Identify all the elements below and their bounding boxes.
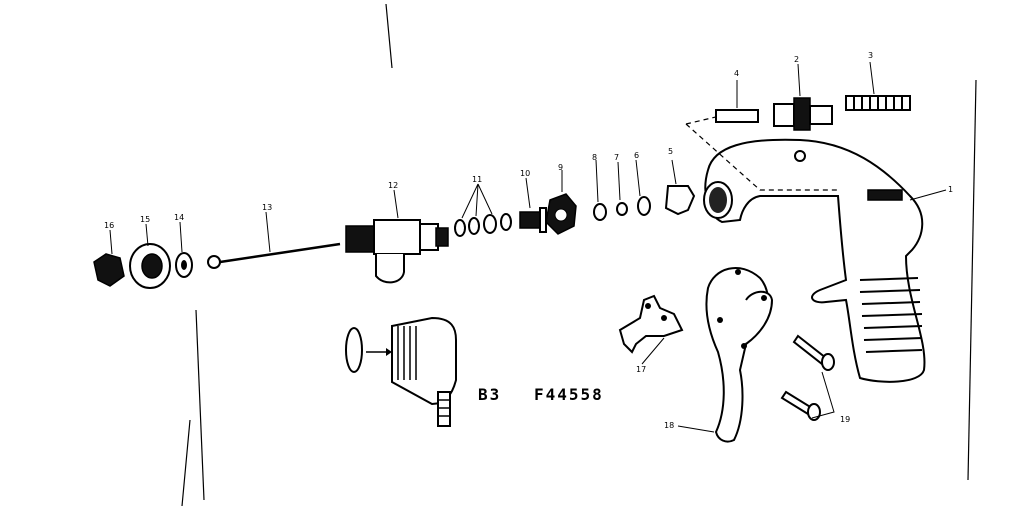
part-4-tube bbox=[715, 80, 759, 123]
label-part-19: 19 bbox=[840, 415, 850, 424]
gun-handle-body bbox=[703, 138, 926, 383]
part-labels: 1 2 3 4 5 6 7 8 9 10 11 12 13 14 15 16 1… bbox=[104, 51, 953, 430]
label-part-14: 14 bbox=[174, 213, 184, 222]
label-part-2: 2 bbox=[794, 55, 799, 64]
drawing-code: B3 bbox=[478, 385, 501, 404]
part-14-washer bbox=[175, 221, 193, 278]
part-9-hex-nut bbox=[545, 170, 577, 235]
part-5-bracket bbox=[664, 159, 696, 216]
label-part-9: 9 bbox=[558, 163, 563, 172]
label-part-3: 3 bbox=[868, 51, 873, 60]
label-part-12: 12 bbox=[388, 181, 398, 190]
part-2-fitting bbox=[773, 63, 833, 131]
label-part-10: 10 bbox=[520, 169, 530, 178]
part-19-pins bbox=[780, 334, 835, 421]
part-17-trigger-bracket bbox=[618, 294, 684, 365]
label-part-15: 15 bbox=[140, 215, 150, 224]
label-part-1: 1 bbox=[948, 185, 953, 194]
label-part-16: 16 bbox=[104, 221, 114, 230]
part-3-threaded-rod bbox=[845, 61, 911, 111]
part-12-valve-body bbox=[345, 189, 449, 284]
part-18-trigger bbox=[677, 267, 774, 443]
inset-detail bbox=[345, 316, 457, 427]
label-part-11: 11 bbox=[472, 175, 482, 184]
dashed-assembly-lines bbox=[685, 115, 840, 191]
part-13-needle-rod bbox=[207, 211, 341, 269]
label-part-8: 8 bbox=[592, 153, 597, 162]
label-part-13: 13 bbox=[262, 203, 272, 212]
part-11-o-rings bbox=[454, 183, 512, 237]
label-part-4: 4 bbox=[734, 69, 739, 78]
part-15-nut bbox=[129, 223, 171, 289]
label-part-6: 6 bbox=[634, 151, 639, 160]
label-part-7: 7 bbox=[614, 153, 619, 162]
part-10-fitting bbox=[519, 177, 547, 233]
scan-edge-lines bbox=[181, 3, 977, 507]
label-part-17: 17 bbox=[636, 365, 646, 374]
parts-6-7-8-washers bbox=[593, 159, 651, 221]
label-part-18: 18 bbox=[664, 421, 674, 430]
drawing-number: F44558 bbox=[534, 385, 604, 404]
part-16-nozzle-tip bbox=[93, 229, 125, 287]
label-part-5: 5 bbox=[668, 147, 673, 156]
